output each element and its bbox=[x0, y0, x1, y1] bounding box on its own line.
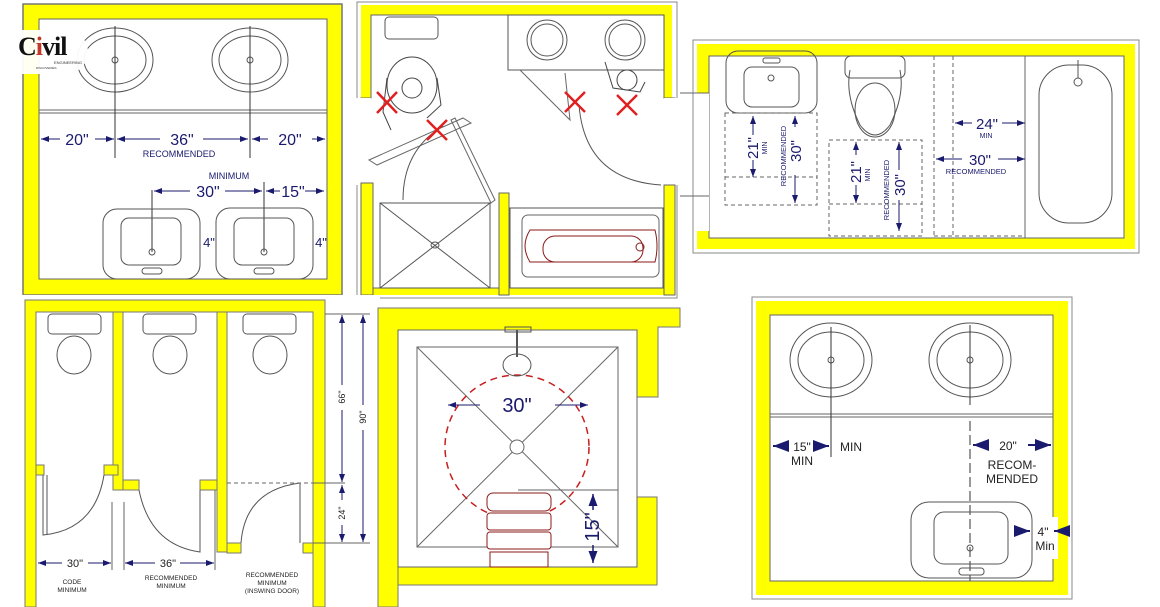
drain-icon bbox=[509, 439, 525, 455]
dim-66: 66" bbox=[337, 390, 347, 403]
person-figure-icon bbox=[382, 56, 442, 131]
panel-vanity-2: 15" MIN MIN 20" RECOM- MENDED 4" Min bbox=[730, 285, 1080, 607]
dim-24: 24" bbox=[337, 506, 347, 519]
dim-tub-min-24: 24" bbox=[976, 116, 998, 133]
rect-sink-icon bbox=[102, 208, 201, 280]
label-minimum: MINIMUM bbox=[156, 583, 185, 590]
bad-layout-plan bbox=[355, 1, 685, 299]
shower-plan: 30" 15" bbox=[377, 307, 681, 607]
person-figure-icon bbox=[604, 61, 646, 93]
dim-4-min: 4" bbox=[1038, 525, 1049, 539]
toilet-icon bbox=[47, 313, 102, 375]
label-inswing-door: (INSWING DOOR) bbox=[245, 588, 299, 595]
toilet-icon bbox=[242, 313, 297, 375]
bad-clearance-x-icon bbox=[564, 91, 586, 113]
bad-clearance-x-icon bbox=[376, 91, 398, 114]
panel-double-vanity: 20" 36" 20" RECOMMENDED MINIMUM 30" 15" … bbox=[0, 0, 360, 300]
dim-gap-4-left: 4" bbox=[203, 235, 215, 250]
dim-toilet-min-21: 21" bbox=[848, 161, 865, 183]
dim-min-15: 15" bbox=[281, 184, 304, 201]
dim-shower-30: 30" bbox=[502, 395, 531, 417]
panel-stalls: 66" 24" 90" 30" 36" CODE MINIMUM RECOMME… bbox=[0, 295, 380, 607]
civil-engineering-logo: Civil ENGINEERING DISCOVERIES bbox=[14, 30, 88, 74]
round-sink-icon bbox=[604, 19, 646, 61]
dim-right-20: 20" bbox=[278, 132, 301, 149]
label-minimum: MINIMUM bbox=[57, 587, 86, 594]
label-recom: RECOM- bbox=[988, 458, 1037, 472]
rect-sink-icon bbox=[215, 207, 314, 280]
round-sink-icon bbox=[526, 19, 568, 61]
label-min: MIN bbox=[840, 440, 862, 454]
label-min: MIN bbox=[865, 169, 872, 182]
label-min: Min bbox=[1035, 539, 1054, 553]
bad-clearance-x-icon bbox=[616, 94, 638, 116]
dim-sink-rec-30: 30" bbox=[788, 140, 805, 162]
panel-shower: 30" 15" bbox=[375, 305, 685, 607]
label-min: MIN bbox=[791, 454, 813, 468]
recommended-label: RECOMMENDED bbox=[143, 149, 216, 159]
rect-sink-icon bbox=[910, 501, 1033, 579]
panel-long-bath: 21" MIN RECOMMENDED 30" 21" MIN RECOMMEN… bbox=[680, 35, 1160, 260]
label-min: MIN bbox=[762, 142, 769, 155]
label-recommended: RECOMMENDED bbox=[882, 159, 891, 220]
toilet-icon bbox=[142, 313, 197, 375]
double-vanity-plan: 20" 36" 20" RECOMMENDED MINIMUM 30" 15" … bbox=[22, 3, 343, 296]
toilet-icon bbox=[844, 55, 906, 138]
label-minimum: MINIMUM bbox=[257, 580, 286, 587]
dim-stall-36: 36" bbox=[160, 558, 176, 570]
dim-min-30: 30" bbox=[196, 184, 219, 201]
panel-bad-layout bbox=[355, 0, 685, 300]
dim-sink-min-21: 21" bbox=[745, 137, 762, 159]
label-mended: MENDED bbox=[986, 472, 1038, 486]
dim-toilet-rec-30: 30" bbox=[892, 174, 909, 196]
minimum-label: MINIMUM bbox=[209, 171, 250, 181]
label-code: CODE bbox=[63, 579, 82, 586]
label-recommended: RECOMMENDED bbox=[779, 125, 788, 186]
bad-clearance-x-icon bbox=[426, 119, 448, 141]
vanity-2-plan: 15" MIN MIN 20" RECOM- MENDED 4" Min bbox=[751, 296, 1073, 600]
rect-sink-icon bbox=[725, 50, 818, 114]
dim-bench-15: 15" bbox=[582, 512, 604, 541]
dim-center-36: 36" bbox=[170, 132, 193, 149]
dim-left-20: 20" bbox=[65, 132, 88, 149]
shower-pan-icon bbox=[379, 202, 491, 289]
label-recommended: RECOMMENDED bbox=[145, 575, 198, 582]
dim-tub-rec-30: 30" bbox=[969, 152, 991, 169]
label-min: MIN bbox=[980, 133, 993, 140]
bathtub-icon bbox=[509, 207, 664, 289]
dim-90: 90" bbox=[358, 410, 368, 423]
dim-stall-30: 30" bbox=[67, 558, 83, 570]
dim-gap-4-right: 4" bbox=[315, 235, 327, 250]
toilet-tank-icon bbox=[384, 16, 439, 40]
stalls-plan: 66" 24" 90" 30" 36" CODE MINIMUM RECOMME… bbox=[0, 295, 380, 607]
bathtub-icon bbox=[1038, 60, 1113, 224]
label-recommended: RECOMMENDED bbox=[946, 167, 1007, 176]
long-bath-plan: 21" MIN RECOMMENDED 30" 21" MIN RECOMMEN… bbox=[680, 39, 1140, 254]
shower-bench-icon bbox=[486, 492, 552, 568]
dim-15-min: 15" bbox=[793, 440, 811, 454]
dim-20-recommended: 20" bbox=[999, 439, 1017, 453]
label-recommended: RECOMMENDED bbox=[246, 572, 299, 579]
